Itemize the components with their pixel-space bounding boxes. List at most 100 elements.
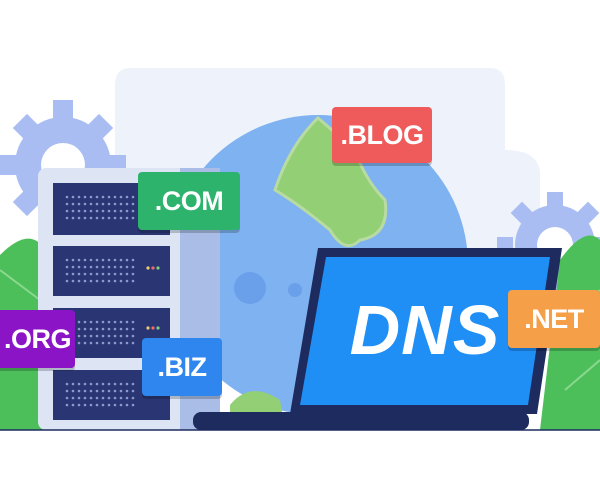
vent-dot bbox=[125, 403, 129, 407]
vent-dot bbox=[95, 216, 99, 220]
vent-dot bbox=[89, 327, 93, 331]
vent-dot bbox=[71, 403, 75, 407]
vent-dot bbox=[113, 341, 117, 345]
vent-dot bbox=[101, 258, 105, 262]
vent-dot bbox=[119, 320, 123, 324]
vent-dot bbox=[113, 209, 117, 213]
vent-dot bbox=[119, 202, 123, 206]
domain-tag-biz: .BIZ bbox=[142, 338, 222, 396]
continent bbox=[273, 115, 388, 248]
vent-dot bbox=[125, 389, 129, 393]
vent-dot bbox=[101, 382, 105, 386]
vent-dot bbox=[119, 389, 123, 393]
vent-dot bbox=[71, 265, 75, 269]
vent-dot bbox=[83, 209, 87, 213]
vent-dot bbox=[71, 396, 75, 400]
vent-dot bbox=[101, 403, 105, 407]
vent-dot bbox=[119, 258, 123, 262]
vent-dot bbox=[89, 334, 93, 338]
vent-dot bbox=[119, 382, 123, 386]
laptop-screen bbox=[300, 257, 550, 405]
vent-dot bbox=[101, 272, 105, 276]
vent-dot bbox=[77, 209, 81, 213]
vent-dot bbox=[77, 403, 81, 407]
vent-dot bbox=[131, 272, 135, 276]
vent-dot bbox=[83, 320, 87, 324]
vent-dot bbox=[125, 265, 129, 269]
vent-dot bbox=[113, 389, 117, 393]
vent-dot bbox=[95, 320, 99, 324]
vent-dot bbox=[101, 327, 105, 331]
vent-dot bbox=[77, 265, 81, 269]
vent-dot bbox=[77, 202, 81, 206]
vent-dot bbox=[77, 272, 81, 276]
vent-dot bbox=[89, 216, 93, 220]
vent-dot bbox=[107, 202, 111, 206]
domain-tag-blog: .BLOG bbox=[332, 107, 432, 163]
vent-dot bbox=[107, 258, 111, 262]
vent-dot bbox=[89, 389, 93, 393]
vent-dot bbox=[131, 334, 135, 338]
vent-dot bbox=[107, 389, 111, 393]
vent-dot bbox=[101, 195, 105, 199]
vent-dot bbox=[83, 258, 87, 262]
vent-dot bbox=[119, 272, 123, 276]
vent-dot bbox=[113, 279, 117, 283]
vent-dot bbox=[131, 341, 135, 345]
vent-dot bbox=[113, 327, 117, 331]
vent-dot bbox=[125, 216, 129, 220]
vent-dot bbox=[89, 195, 93, 199]
vent-dot bbox=[65, 209, 69, 213]
vent-dot bbox=[71, 195, 75, 199]
vent-dot bbox=[65, 272, 69, 276]
vent-dot bbox=[95, 195, 99, 199]
vent-dot bbox=[125, 258, 129, 262]
vent-dot bbox=[107, 216, 111, 220]
vent-dot bbox=[101, 279, 105, 283]
vent-dot bbox=[83, 382, 87, 386]
vent-dot bbox=[125, 382, 129, 386]
vent-dot bbox=[89, 341, 93, 345]
vent-dot bbox=[131, 202, 135, 206]
vent-dot bbox=[83, 403, 87, 407]
vent-dot bbox=[107, 334, 111, 338]
vent-dot bbox=[65, 258, 69, 262]
vent-dot bbox=[119, 279, 123, 283]
laptop bbox=[193, 248, 562, 430]
vent-dot bbox=[131, 279, 135, 283]
vent-dot bbox=[95, 202, 99, 206]
vent-dot bbox=[101, 265, 105, 269]
vent-dot bbox=[71, 389, 75, 393]
vent-dot bbox=[71, 209, 75, 213]
vent-dot bbox=[113, 272, 117, 276]
vent-dot bbox=[119, 209, 123, 213]
vent-dot bbox=[95, 382, 99, 386]
laptop-base bbox=[193, 412, 529, 430]
vent-dot bbox=[77, 327, 81, 331]
vent-dot bbox=[77, 279, 81, 283]
vent-dot bbox=[65, 279, 69, 283]
vent-dot bbox=[95, 403, 99, 407]
vent-dot bbox=[113, 258, 117, 262]
vent-dot bbox=[113, 195, 117, 199]
vent-dot bbox=[107, 272, 111, 276]
vent-dot bbox=[77, 341, 81, 345]
vent-dot bbox=[83, 327, 87, 331]
vent-dot bbox=[71, 258, 75, 262]
vent-dot bbox=[125, 327, 129, 331]
vent-dot bbox=[71, 202, 75, 206]
vent-dot bbox=[107, 403, 111, 407]
domain-tag-net: .NET bbox=[508, 290, 600, 348]
vent-dot bbox=[77, 216, 81, 220]
vent-dot bbox=[131, 327, 135, 331]
vent-dot bbox=[101, 396, 105, 400]
vent-dot bbox=[95, 272, 99, 276]
vent-dot bbox=[107, 396, 111, 400]
vent-dot bbox=[119, 403, 123, 407]
vent-dot bbox=[83, 265, 87, 269]
vent-dot bbox=[119, 327, 123, 331]
vent-dot bbox=[65, 403, 69, 407]
vent-dot bbox=[77, 334, 81, 338]
